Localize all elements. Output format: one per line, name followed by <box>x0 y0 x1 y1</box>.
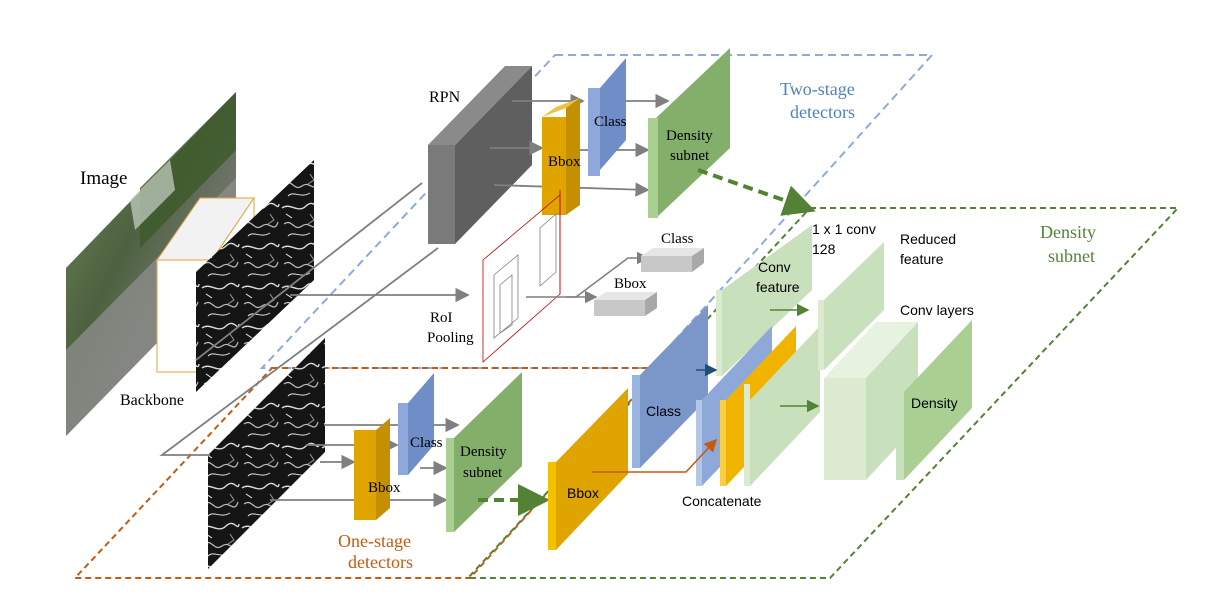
roi-to-class-arrow <box>526 251 650 298</box>
density-output-block-side <box>904 320 972 480</box>
density-output-block-front <box>896 392 904 480</box>
one-stage-density-label-1: Density <box>460 444 507 460</box>
rpn-block-top <box>428 66 532 145</box>
reduced-feature-label-1: Reduced <box>900 231 956 247</box>
big-class-block-front <box>632 375 640 468</box>
two-stage-bbox-block-side <box>566 98 580 215</box>
one-stage-density-block-side <box>454 372 522 532</box>
conv-feature-label-1: Conv <box>758 259 791 275</box>
big-bbox-block-front <box>548 462 556 550</box>
input-image-trees <box>140 92 236 248</box>
density-subnet-label-2: subnet <box>1048 246 1095 266</box>
two-stage-bbox-label: Bbox <box>548 154 581 170</box>
two-stage-class-label: Class <box>594 114 627 130</box>
roi-pooling-frame-inner-3 <box>539 213 557 287</box>
one-stage-density-label-2: subnet <box>463 465 503 481</box>
conv1x1-label-1: 1 x 1 conv <box>812 221 876 237</box>
two-stage-bbox-block-front <box>542 117 566 215</box>
conv-feature-block-side <box>722 225 812 376</box>
roi-pooling-frame-inner-2 <box>499 274 513 334</box>
one-stage-bbox-block-side <box>376 418 390 520</box>
one-stage-class-block-front <box>398 403 408 475</box>
two-stage-class-block-front <box>588 88 600 176</box>
one-stage-density-block-front <box>446 438 454 532</box>
two-stage-density-label-1: Density <box>666 128 713 144</box>
roi-pooling-frame-inner-1 <box>493 254 519 339</box>
two-stage-detectors-label-1: Two-stage <box>780 79 855 99</box>
two-stage-density-block-side <box>656 48 730 218</box>
roi-class-block-front <box>641 256 692 272</box>
concat-green-slab-front <box>744 384 750 486</box>
conv-feature-label-2: feature <box>756 279 800 295</box>
roi-bbox-block-front <box>594 300 645 316</box>
rpn-block-front <box>428 145 455 244</box>
backbone-to-onestage-line <box>159 247 439 456</box>
image-label: Image <box>80 168 127 189</box>
roi-class-label: Class <box>661 231 694 247</box>
density-subnet-label-1: Density <box>1040 222 1096 242</box>
input-image-sky <box>130 160 175 230</box>
two-stage-detectors-label-2: detectors <box>790 102 855 122</box>
reduced-feature-block-front <box>818 300 824 370</box>
concatenate-label: Concatenate <box>682 493 762 509</box>
roi-class-block-side <box>692 248 704 272</box>
roi-bbox-label: Bbox <box>614 276 647 292</box>
one-stage-feature-map <box>208 338 325 569</box>
big-bbox-block-side <box>556 388 628 550</box>
one-stage-class-label: Class <box>410 435 443 451</box>
one-stage-class-block-side <box>408 373 434 475</box>
backbone-to-rpn-line <box>195 182 423 361</box>
bbox-to-concat-arrow <box>592 438 718 473</box>
reduced-feature-label-2: feature <box>900 251 944 267</box>
one-stage-bbox-label: Bbox <box>368 480 401 496</box>
one-stage-bbox-block-front <box>354 430 376 520</box>
roi-label-1: RoI <box>430 310 453 326</box>
roi-label-2: Pooling <box>427 330 474 346</box>
two-stage-density-label-2: subnet <box>670 148 710 164</box>
reduced-feature-block-side <box>824 242 884 370</box>
conv-layers-label: Conv layers <box>900 302 974 318</box>
backbone-label: Backbone <box>120 392 184 409</box>
two-stage-bbox-block-top <box>542 98 580 117</box>
one-stage-detectors-label-2: detectors <box>348 552 413 572</box>
density-output-label: Density <box>911 395 958 411</box>
two-stage-to-density-subnet-arrow <box>697 168 816 216</box>
backbone-feature-map <box>196 160 314 392</box>
concat-orange-slab-front <box>720 400 726 486</box>
conv-feature-block-front <box>716 290 722 376</box>
two-stage-class-block-side <box>600 58 626 170</box>
big-class-label: Class <box>646 403 681 419</box>
conv1x1-label-2: 128 <box>812 241 836 257</box>
roi-bbox-block-side <box>645 292 657 316</box>
two-stage-density-block-front <box>648 118 658 218</box>
one-stage-detectors-label-1: One-stage <box>338 531 411 551</box>
concat-blue-slab-front <box>696 400 702 486</box>
conv-layers-block-side <box>866 322 918 480</box>
roi-class-block <box>641 248 704 256</box>
rpn-block-side <box>455 66 532 244</box>
conv-layers-block-front <box>824 378 866 480</box>
roi-bbox-block <box>594 292 657 300</box>
rpn-label: RPN <box>429 89 461 106</box>
big-bbox-label: Bbox <box>567 485 599 501</box>
conv-layers-block-top <box>824 322 918 378</box>
big-class-block-side <box>640 305 708 468</box>
